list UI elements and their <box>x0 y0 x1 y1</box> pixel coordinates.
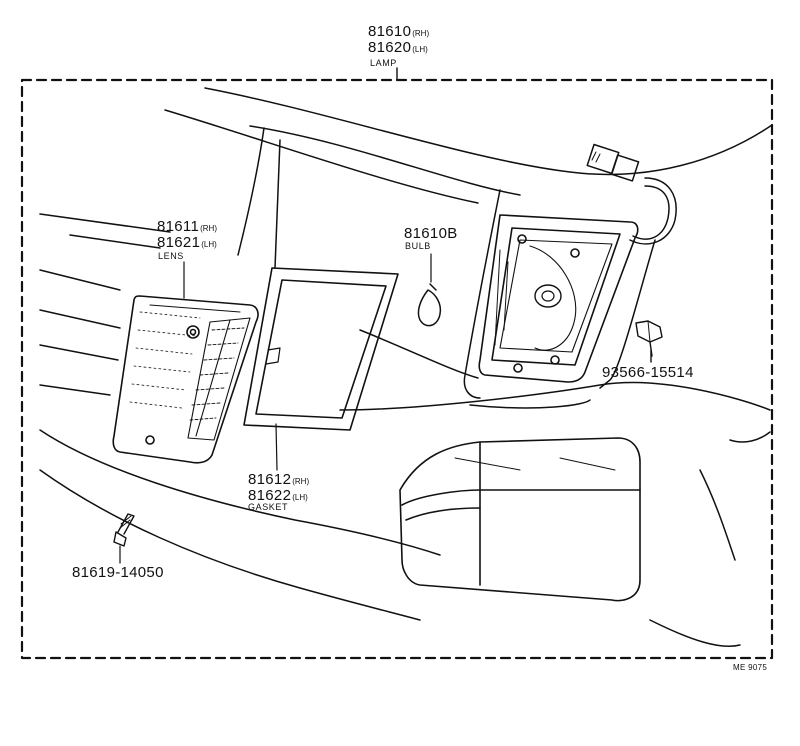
lamp-housing <box>478 214 639 383</box>
lens-lh-suffix: (LH) <box>201 240 217 249</box>
lamp-rh-line: 81610(RH) <box>368 24 429 39</box>
gasket-lh-line: 81622(LH) <box>248 488 309 503</box>
lamp-lh-number: 81620 <box>368 39 412 56</box>
lens-lh-number: 81621 <box>157 234 201 251</box>
lamp-part-numbers: 81610(RH) 81620(LH) <box>368 24 429 55</box>
lens-name: LENS <box>158 251 184 261</box>
figure-code: ME 9075 <box>733 663 768 672</box>
lens-rh-line: 81611(RH) <box>157 219 217 234</box>
gasket-lh-suffix: (LH) <box>292 493 308 502</box>
lens-rh-suffix: (RH) <box>200 224 217 233</box>
lamp-name: LAMP <box>370 58 397 68</box>
wire-connector <box>586 143 677 245</box>
screw-left-part-number: 81619-14050 <box>72 564 164 581</box>
bolt-right-part-number: 93566-15514 <box>602 364 694 381</box>
gasket-name: GASKET <box>248 502 289 512</box>
bulb-name: BULB <box>405 241 431 251</box>
lamp-lh-line: 81620(LH) <box>368 40 429 55</box>
gasket <box>243 267 399 471</box>
bumper <box>399 437 641 602</box>
gasket-lh-number: 81622 <box>248 487 292 504</box>
vehicle-body-outline <box>39 87 773 647</box>
gasket-part-numbers: 81612(RH) 81622(LH) <box>248 472 309 503</box>
lens <box>112 261 259 464</box>
lens-lh-line: 81621(LH) <box>157 235 217 250</box>
lens-rh-number: 81611 <box>157 218 200 235</box>
bulb-part-number: 81610B <box>404 225 458 242</box>
bulb <box>417 253 442 327</box>
lamp-rh-suffix: (RH) <box>412 29 430 38</box>
screw-left <box>113 513 135 564</box>
lamp-lh-suffix: (LH) <box>412 45 428 54</box>
gasket-rh-number: 81612 <box>248 471 292 488</box>
lamp-rh-number: 81610 <box>368 23 412 40</box>
gasket-rh-suffix: (RH) <box>292 477 310 486</box>
lens-part-numbers: 81611(RH) 81621(LH) <box>157 219 217 250</box>
bolt-right <box>635 320 663 363</box>
gasket-rh-line: 81612(RH) <box>248 472 309 487</box>
